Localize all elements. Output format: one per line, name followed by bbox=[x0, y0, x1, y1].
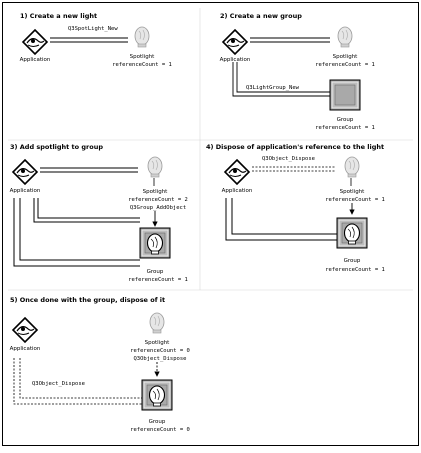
step-4-panel: 4) Dispose of application's reference to… bbox=[206, 143, 385, 273]
step-title: 3) Add spotlight to group bbox=[10, 143, 103, 151]
step-2-panel: 2) Create a new group Application Spotli… bbox=[220, 12, 375, 131]
outer-border bbox=[2, 2, 419, 446]
spotlight-refcount: referenceCount = 1 bbox=[112, 62, 172, 68]
application-icon bbox=[12, 159, 38, 185]
step-1-panel: 1) Create a new light Application Q3Spot… bbox=[20, 12, 172, 68]
group-refcount: referenceCount = 1 bbox=[315, 125, 375, 131]
call-label: Q3Object_Dispose bbox=[262, 156, 315, 162]
call-label: Q3Group_AddObject bbox=[130, 205, 186, 211]
application-label: Application bbox=[222, 188, 253, 194]
step-title: 5) Once done with the group, dispose of … bbox=[10, 296, 165, 304]
call-label-group: Q3Object_Dispose bbox=[32, 381, 85, 387]
call-label: Q3LightGroup_New bbox=[246, 85, 300, 91]
spotlight-refcount: referenceCount = 2 bbox=[128, 197, 188, 203]
group-refcount: referenceCount = 1 bbox=[325, 267, 385, 273]
call-label: Q3SpotLight_New bbox=[68, 26, 118, 32]
spotlight-label: Spotlight bbox=[145, 340, 171, 346]
application-icon bbox=[224, 159, 250, 185]
application-icon bbox=[222, 29, 248, 55]
spotlight-icon bbox=[344, 156, 360, 178]
application-label: Application bbox=[220, 57, 251, 63]
step-title: 2) Create a new group bbox=[220, 12, 302, 20]
step-3-panel: 3) Add spotlight to group Application Sp… bbox=[10, 143, 188, 283]
step-5-panel: 5) Once done with the group, dispose of … bbox=[10, 296, 190, 433]
application-icon bbox=[22, 29, 48, 55]
application-label: Application bbox=[10, 188, 41, 194]
spotlight-label: Spotlight bbox=[143, 189, 169, 195]
spotlight-label: Spotlight bbox=[130, 54, 156, 60]
group-label: Group bbox=[337, 117, 354, 123]
spotlight-icon bbox=[149, 312, 165, 334]
group-label: Group bbox=[147, 269, 164, 275]
application-label: Application bbox=[10, 346, 41, 352]
spotlight-refcount: referenceCount = 1 bbox=[315, 62, 375, 68]
step-title: 4) Dispose of application's reference to… bbox=[206, 143, 384, 151]
spotlight-refcount: referenceCount = 1 bbox=[325, 197, 385, 203]
group-box bbox=[329, 79, 361, 111]
call-label-spotlight: Q3Object_Dispose bbox=[134, 356, 187, 362]
spotlight-label: Spotlight bbox=[340, 189, 366, 195]
spotlight-icon bbox=[337, 26, 353, 48]
spotlight-icon bbox=[134, 26, 150, 48]
spotlight-refcount: referenceCount = 0 bbox=[130, 348, 190, 354]
application-icon bbox=[12, 317, 38, 343]
group-label: Group bbox=[149, 419, 166, 425]
group-refcount: referenceCount = 1 bbox=[128, 277, 188, 283]
step-title: 1) Create a new light bbox=[20, 12, 97, 20]
spotlight-icon bbox=[147, 156, 163, 178]
group-refcount: referenceCount = 0 bbox=[130, 427, 190, 433]
spotlight-label: Spotlight bbox=[333, 54, 359, 60]
application-label: Application bbox=[20, 57, 51, 63]
group-label: Group bbox=[344, 258, 361, 264]
